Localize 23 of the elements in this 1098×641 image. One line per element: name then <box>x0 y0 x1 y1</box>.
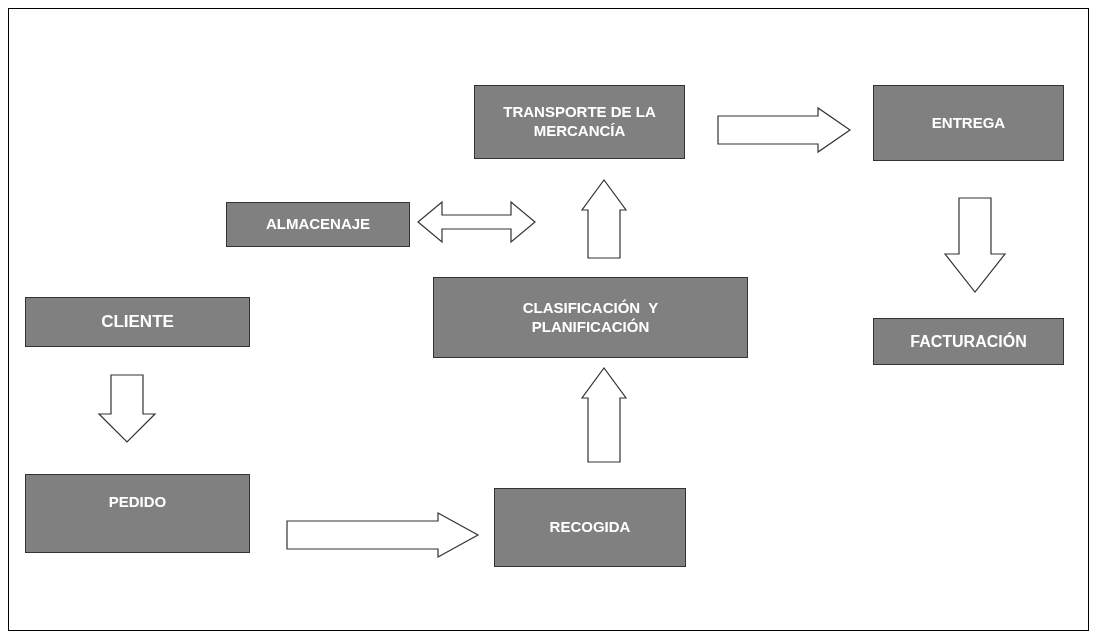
process-box <box>226 202 410 247</box>
process-box <box>873 85 1064 161</box>
box-label: CLIENTE <box>101 311 174 333</box>
box-label: CLASIFICACIÓN Y PLANIFICACIÓN <box>521 298 660 337</box>
block-arrow <box>943 197 1007 293</box>
block-arrow <box>717 106 852 154</box>
process-box <box>494 488 686 567</box>
box-label: FACTURACIÓN <box>910 331 1027 352</box>
box-label: ENTREGA <box>931 113 1006 133</box>
process-box <box>474 85 685 159</box>
box-label: PEDIDO <box>108 493 167 512</box>
block-arrow <box>580 367 628 463</box>
process-box <box>25 297 250 347</box>
block-arrow <box>417 200 536 244</box>
box-label: TRANSPORTE DE LA MERCANCÍA <box>502 103 657 141</box>
process-box <box>873 318 1064 365</box>
process-box <box>25 474 250 553</box>
box-label: ALMACENAJE <box>265 215 371 234</box>
block-arrow <box>97 374 157 443</box>
block-arrow <box>580 179 628 259</box>
process-box <box>433 277 748 358</box>
box-label: RECOGIDA <box>549 518 631 537</box>
block-arrow <box>286 512 480 558</box>
